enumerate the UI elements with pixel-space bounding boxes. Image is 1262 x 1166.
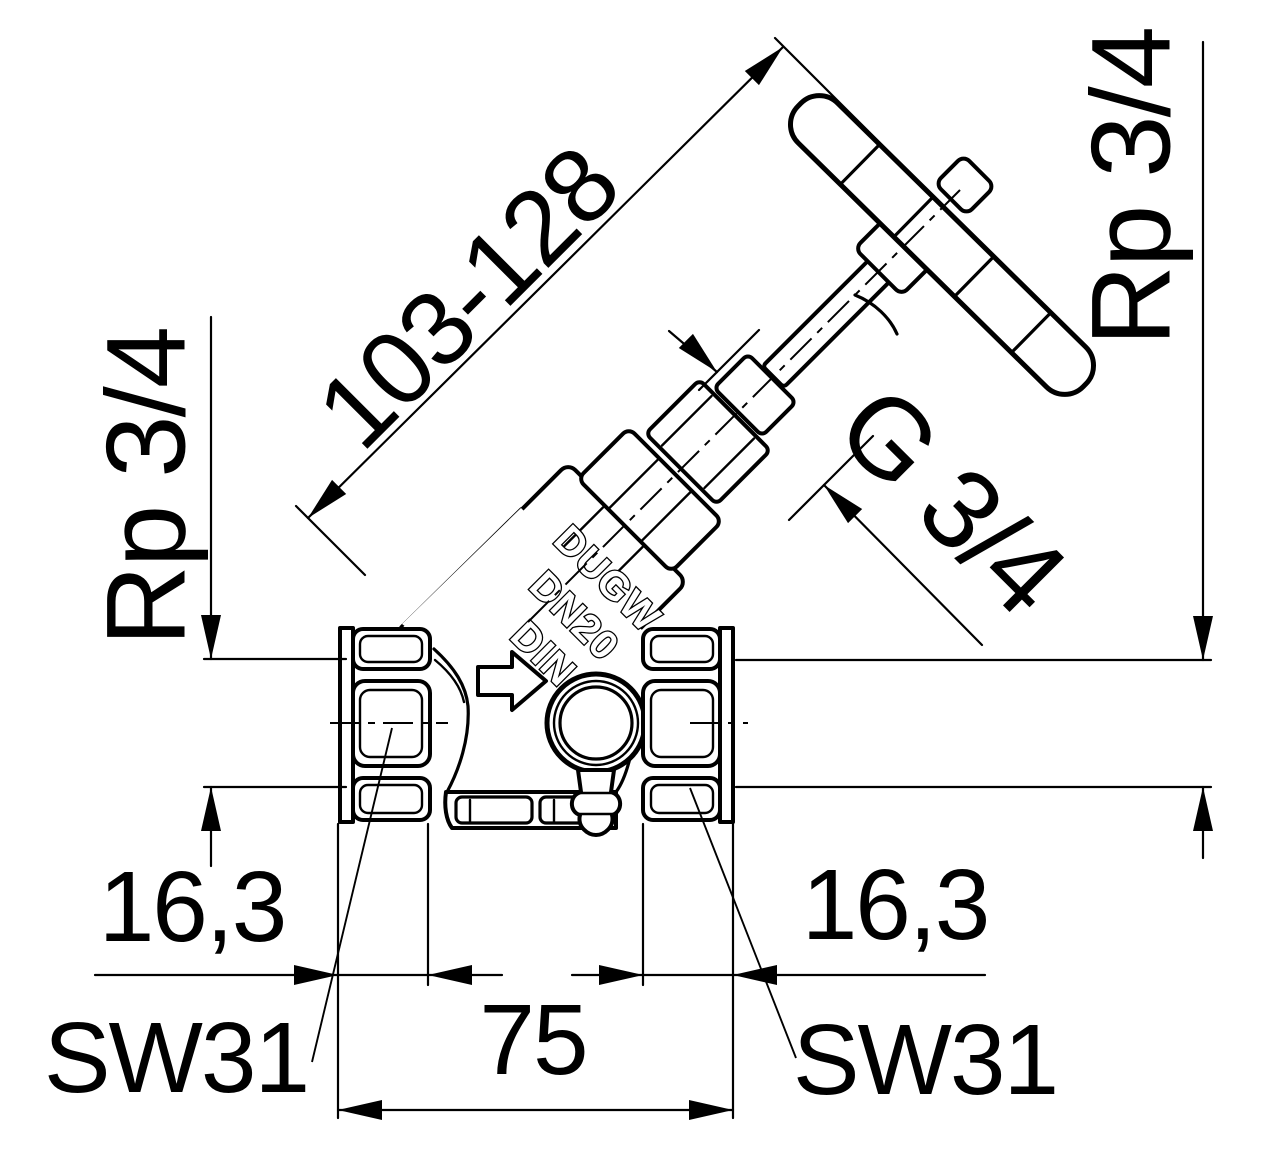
rim-segment-line	[840, 144, 880, 185]
right-hex-chamfer	[649, 783, 715, 815]
label-wrench-right-text: SW31	[793, 1004, 1057, 1116]
dim-body-length: 75	[336, 984, 735, 1120]
right-hex-end	[641, 626, 735, 824]
leader-line	[311, 727, 393, 1063]
drain-boss-bore	[558, 685, 634, 761]
drain-boss-ring	[552, 679, 640, 767]
handwheel-rim	[787, 93, 1097, 397]
dim-thread-depth-left-label: 16,3	[99, 851, 286, 963]
right-hex-chamfer	[649, 634, 715, 664]
dim-body-length-label: 75	[479, 984, 586, 1096]
dim-inlet-thread: Rp 3/4	[84, 315, 348, 868]
right-hex-flat-bottom	[641, 776, 722, 822]
rim-segment-line	[1011, 312, 1051, 353]
left-hex-flat-top	[351, 627, 432, 671]
centerline-stem	[527, 189, 961, 623]
label-wrench-left-text: SW31	[44, 1002, 308, 1114]
extension-line	[787, 434, 875, 522]
label-wrench-right: SW31	[689, 787, 1059, 1116]
dimensions: 103-128 G 3/4 Rp 3/4	[44, 28, 1213, 1120]
bonnet-thread-line	[660, 394, 713, 447]
arrowhead	[294, 965, 338, 985]
arrowhead	[744, 47, 783, 86]
union-nut-facet	[552, 502, 608, 558]
bonnet-thread-line	[703, 437, 756, 490]
arrowhead	[824, 485, 863, 524]
centerlines	[330, 189, 961, 724]
extension-line	[294, 504, 367, 577]
arrowhead	[1193, 616, 1213, 660]
flow-direction-arrow-icon	[476, 650, 548, 712]
leader-line	[689, 787, 797, 1059]
arrowhead	[678, 333, 717, 372]
drain-spout	[569, 768, 623, 837]
handwheel-spoke	[853, 293, 899, 336]
rim-segment-line	[954, 256, 994, 297]
label-wrench-left: SW31	[44, 727, 393, 1114]
drain-boss-outer	[544, 671, 648, 775]
arrowhead	[733, 965, 777, 985]
gland-nut-facet	[608, 458, 659, 509]
dim-outlet-thread-label: Rp 3/4	[1069, 28, 1194, 346]
arrowhead	[338, 1100, 382, 1120]
arrowhead	[201, 787, 221, 831]
arrowhead	[201, 615, 221, 659]
left-hex-end	[338, 626, 432, 824]
dim-thread-depth-right-label: 16,3	[802, 849, 989, 961]
rim-segment-line	[893, 196, 934, 238]
dim-bonnet-thread-label: G 3/4	[814, 362, 1089, 637]
foot-pad	[454, 795, 534, 825]
left-hex-chamfer	[358, 783, 424, 815]
left-hex-chamfer	[358, 634, 424, 664]
union-nut-facet	[592, 542, 648, 598]
dim-outlet-thread: Rp 3/4	[734, 28, 1213, 860]
arrowhead	[1193, 787, 1213, 831]
gland-nut-facet	[641, 491, 692, 542]
body-fillet-left-inner	[433, 658, 466, 704]
extension-line	[697, 328, 761, 392]
dim-height-range-label: 103-128	[295, 125, 640, 470]
body-fillet-left	[432, 647, 470, 794]
arrowhead	[308, 479, 347, 518]
dim-thread-depth-right: 16,3	[570, 849, 990, 985]
dim-inlet-thread-label: Rp 3/4	[84, 328, 209, 646]
dim-thread-depth-left: 16,3	[93, 851, 504, 985]
extension-line	[773, 36, 948, 211]
arrowhead	[599, 965, 643, 985]
handwheel-rim-body	[787, 93, 1097, 397]
arrowhead	[689, 1100, 733, 1120]
dim-line	[306, 45, 785, 520]
arrowhead	[428, 965, 472, 985]
right-hex-flat-top	[641, 627, 722, 671]
